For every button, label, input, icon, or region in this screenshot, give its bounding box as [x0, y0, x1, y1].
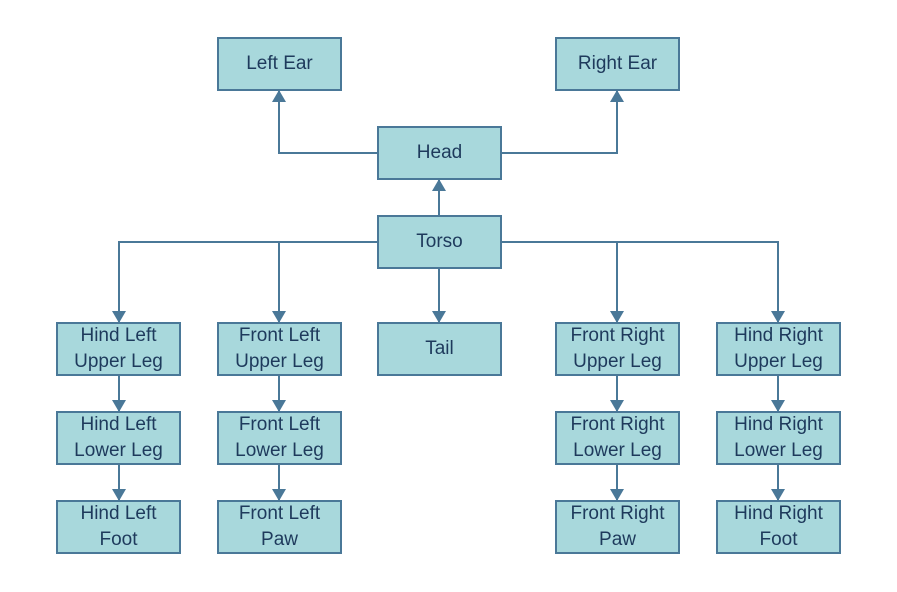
edge-head-to-left-ear: [272, 90, 377, 154]
node-front-left-upper-leg-line-1: Front Left: [238, 325, 321, 346]
node-front-right-upper-leg[interactable]: Front Right Upper Leg: [555, 322, 680, 376]
node-hind-right-upper-leg-line-1: Hind Right: [734, 325, 823, 346]
node-head[interactable]: Head: [377, 126, 502, 180]
edge-head-to-right-ear: [502, 90, 624, 154]
node-front-right-paw-line-1: Front Right: [570, 503, 665, 524]
node-front-left-lower-leg-line-1: Front Left: [238, 414, 321, 435]
node-right-ear-label: Right Ear: [577, 53, 658, 74]
node-right-ear[interactable]: Right Ear: [555, 37, 680, 91]
node-front-left-upper-leg[interactable]: Front Left Upper Leg: [217, 322, 342, 376]
node-torso-label: Torso: [416, 231, 463, 252]
node-hind-left-upper-leg-line-1: Hind Left: [80, 325, 157, 346]
node-front-right-paw-line-2: Paw: [599, 529, 636, 550]
node-hind-left-lower-leg[interactable]: Hind Left Lower Leg: [56, 411, 181, 465]
node-hind-right-foot-line-2: Foot: [759, 529, 798, 550]
node-front-right-upper-leg-line-2: Upper Leg: [573, 351, 662, 372]
node-left-ear-label: Left Ear: [246, 53, 313, 74]
node-front-left-paw[interactable]: Front Left Paw: [217, 500, 342, 554]
edge-torso-to-hind-left-upper-leg: [112, 241, 377, 323]
node-hind-right-upper-leg[interactable]: Hind Right Upper Leg: [716, 322, 841, 376]
node-tail-label: Tail: [425, 338, 454, 359]
node-front-left-paw-line-1: Front Left: [238, 503, 321, 524]
node-front-left-paw-line-2: Paw: [261, 529, 298, 550]
node-front-left-lower-leg-line-2: Lower Leg: [235, 440, 324, 461]
node-hind-left-lower-leg-line-2: Lower Leg: [74, 440, 163, 461]
node-front-left-lower-leg[interactable]: Front Left Lower Leg: [217, 411, 342, 465]
node-front-right-paw[interactable]: Front Right Paw: [555, 500, 680, 554]
node-front-right-lower-leg-line-2: Lower Leg: [573, 440, 662, 461]
node-hind-left-upper-leg-line-2: Upper Leg: [74, 351, 163, 372]
node-hind-right-foot-line-1: Hind Right: [734, 503, 823, 524]
node-tail[interactable]: Tail: [377, 322, 502, 376]
edge-torso-to-hind-right-upper-leg: [502, 241, 785, 323]
node-front-right-lower-leg[interactable]: Front Right Lower Leg: [555, 411, 680, 465]
node-hind-left-upper-leg[interactable]: Hind Left Upper Leg: [56, 322, 181, 376]
node-hind-right-lower-leg[interactable]: Hind Right Lower Leg: [716, 411, 841, 465]
node-hind-right-upper-leg-line-2: Upper Leg: [734, 351, 823, 372]
node-hind-right-lower-leg-line-2: Lower Leg: [734, 440, 823, 461]
node-left-ear[interactable]: Left Ear: [217, 37, 342, 91]
node-torso[interactable]: Torso: [377, 215, 502, 269]
node-hind-right-foot[interactable]: Hind Right Foot: [716, 500, 841, 554]
node-hind-left-foot-line-2: Foot: [99, 529, 138, 550]
node-front-left-upper-leg-line-2: Upper Leg: [235, 351, 324, 372]
node-hind-left-lower-leg-line-1: Hind Left: [80, 414, 157, 435]
node-hind-left-foot[interactable]: Hind Left Foot: [56, 500, 181, 554]
node-head-label: Head: [416, 142, 463, 163]
node-hind-right-lower-leg-line-1: Hind Right: [734, 414, 823, 435]
node-hind-left-foot-line-1: Hind Left: [80, 503, 157, 524]
node-front-right-lower-leg-line-1: Front Right: [570, 414, 665, 435]
node-front-right-upper-leg-line-1: Front Right: [570, 325, 665, 346]
